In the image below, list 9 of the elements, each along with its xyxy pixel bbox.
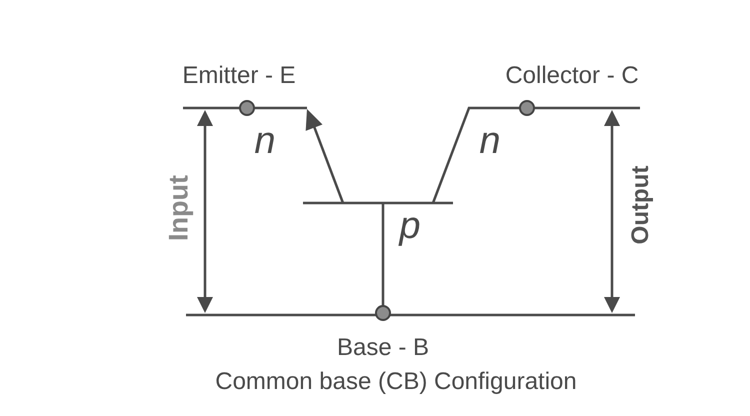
caption: Common base (CB) Configuration <box>215 370 577 394</box>
region-label: n <box>479 122 501 160</box>
region-label: p <box>399 207 421 245</box>
terminal-label: Collector - C <box>505 64 639 88</box>
region-label: n <box>254 122 276 160</box>
voltage-label: Input <box>166 175 192 241</box>
terminal-label: Base - B <box>336 336 430 360</box>
terminal-label: Emitter - E <box>182 64 296 88</box>
voltage-label: Output <box>629 166 653 244</box>
